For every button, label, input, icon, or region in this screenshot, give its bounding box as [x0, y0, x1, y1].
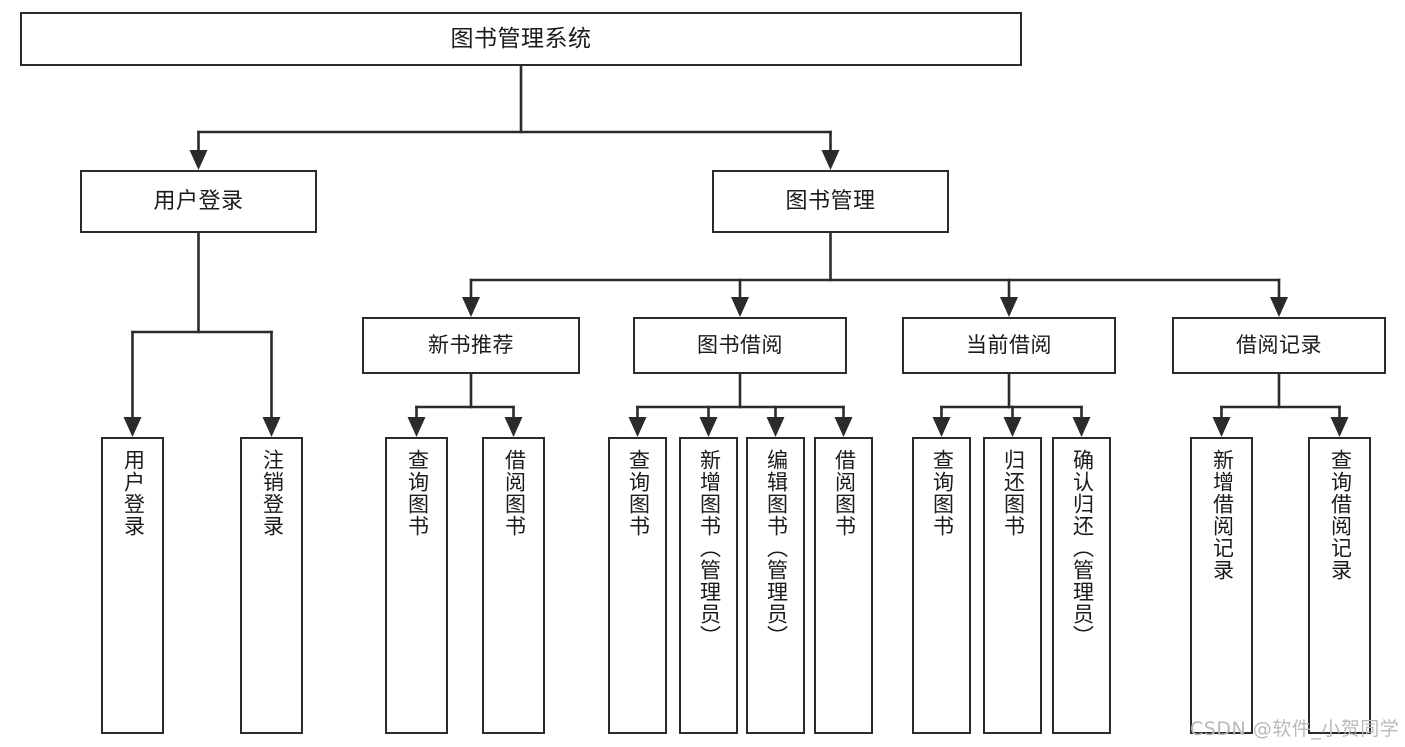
node-leaf_borrow_1[interactable]: 借阅图书 [482, 437, 545, 734]
edge-arrowhead [766, 417, 785, 437]
node-leaf_borrow_2[interactable]: 借阅图书 [814, 437, 873, 734]
node-leaf_user_login[interactable]: 用户登录 [101, 437, 164, 734]
node-label: 借阅图书 [502, 449, 527, 537]
node-label: 图书借阅 [697, 333, 783, 358]
node-label: 当前借阅 [966, 333, 1052, 358]
edge-arrowhead [1003, 417, 1022, 437]
node-book_borrow[interactable]: 图书借阅 [633, 317, 847, 374]
edge-arrowhead [1330, 417, 1349, 437]
node-label: 查询图书 [405, 449, 430, 537]
node-book_manage[interactable]: 图书管理 [712, 170, 949, 233]
edge-arrowhead [1072, 417, 1091, 437]
node-leaf_return[interactable]: 归还图书 [983, 437, 1042, 734]
node-label: 查询借阅记录 [1328, 449, 1353, 581]
edge-arrowhead [262, 417, 281, 437]
watermark-text: CSDN @软件_小贺同学 [1190, 718, 1400, 740]
node-leaf_edit_book[interactable]: 编辑图书（管理员） [746, 437, 805, 734]
node-label: 用户登录 [121, 449, 146, 537]
node-leaf_add_rec[interactable]: 新增借阅记录 [1190, 437, 1253, 734]
node-label: 查询图书 [930, 449, 955, 537]
edge-arrowhead [932, 417, 951, 437]
node-leaf_add_book[interactable]: 新增图书（管理员） [679, 437, 738, 734]
edge-arrowhead [699, 417, 718, 437]
edge-arrowhead [407, 417, 426, 437]
node-label: 注销登录 [260, 449, 285, 537]
node-label: 新增借阅记录 [1210, 449, 1235, 581]
edge-arrowhead [821, 150, 840, 170]
edge-arrowhead [123, 417, 142, 437]
node-label: 新书推荐 [428, 333, 514, 358]
node-leaf_query_rec[interactable]: 查询借阅记录 [1308, 437, 1371, 734]
edge-arrowhead [731, 297, 749, 317]
node-label: 归还图书 [1001, 449, 1026, 537]
node-label: 图书管理系统 [450, 25, 592, 52]
node-borrow_record[interactable]: 借阅记录 [1172, 317, 1386, 374]
node-current_borrow[interactable]: 当前借阅 [902, 317, 1116, 374]
node-leaf_query_1[interactable]: 查询图书 [385, 437, 448, 734]
node-root[interactable]: 图书管理系统 [20, 12, 1022, 66]
node-leaf_query_3[interactable]: 查询图书 [912, 437, 971, 734]
node-label: 查询图书 [626, 449, 651, 537]
node-leaf_confirm[interactable]: 确认归还（管理员） [1052, 437, 1111, 734]
node-user_login[interactable]: 用户登录 [80, 170, 317, 233]
node-new_book_rec[interactable]: 新书推荐 [362, 317, 580, 374]
node-label: 借阅记录 [1236, 333, 1322, 358]
edge-arrowhead [462, 297, 480, 317]
edge-arrowhead [834, 417, 853, 437]
edge-arrowhead [189, 150, 208, 170]
edge-arrowhead [1270, 297, 1288, 317]
edge-arrowhead [628, 417, 647, 437]
node-label: 图书管理 [785, 188, 876, 214]
node-leaf_logout[interactable]: 注销登录 [240, 437, 303, 734]
edge-arrowhead [1212, 417, 1231, 437]
edge-arrowhead [504, 417, 523, 437]
node-label: 借阅图书 [832, 449, 857, 537]
node-label: 编辑图书（管理员） [764, 449, 789, 647]
edge-arrowhead [1000, 297, 1018, 317]
node-label: 新增图书（管理员） [697, 449, 722, 647]
node-label: 用户登录 [153, 188, 244, 214]
node-leaf_query_2[interactable]: 查询图书 [608, 437, 667, 734]
node-label: 确认归还（管理员） [1070, 449, 1095, 647]
